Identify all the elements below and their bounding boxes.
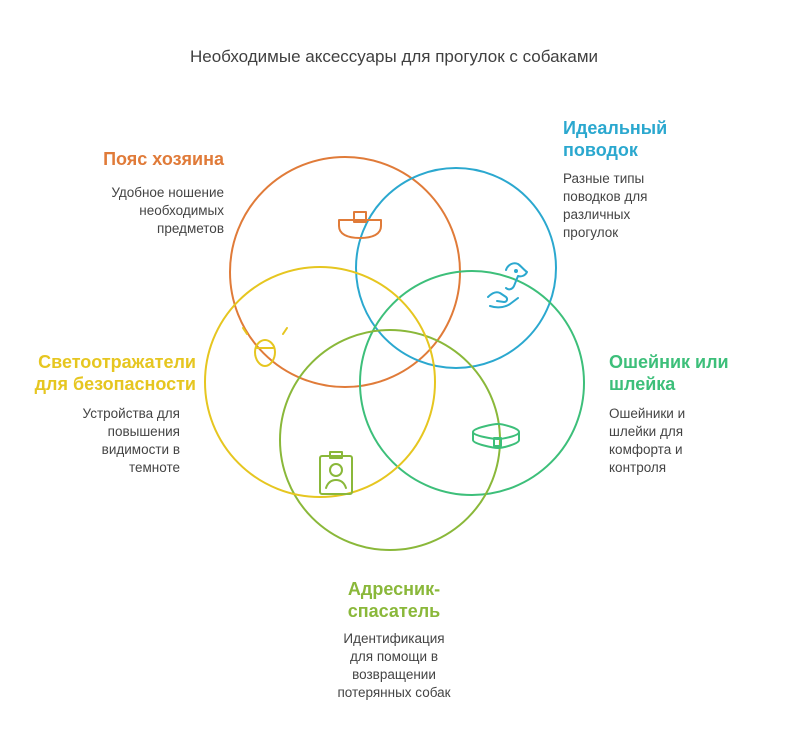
label-address-tag-line: спасатель xyxy=(347,601,441,621)
desc-leash-line: прогулок xyxy=(563,225,619,240)
desc-address-tag-line: Идентификация xyxy=(343,631,445,646)
desc-collar-line: шлейки для xyxy=(609,424,684,439)
circle-leash xyxy=(355,167,557,369)
dog-hand-icon xyxy=(487,262,528,309)
desc-address-tag-line: для помощи в xyxy=(350,649,438,664)
desc-leash-line: различных xyxy=(563,207,631,222)
desc-leash-line: Разные типы xyxy=(563,171,645,186)
desc-address-tag-line: возвращении xyxy=(352,667,436,682)
label-collar: Ошейник или шлейка xyxy=(609,351,784,395)
circle-owner-belt xyxy=(229,156,461,388)
desc-collar-line: Ошейники и xyxy=(609,406,686,421)
label-leash-line: Идеальный xyxy=(563,118,668,138)
id-badge-icon xyxy=(319,451,353,495)
desc-leash: Разные типы поводков для различных прогу… xyxy=(563,170,763,242)
desc-reflectors-line: повышения xyxy=(107,424,180,439)
desc-owner-belt-line: необходимых xyxy=(139,203,224,218)
label-address-tag: Адресник- спасатель xyxy=(294,578,494,622)
label-leash-line: поводок xyxy=(563,140,638,160)
desc-owner-belt-line: Удобное ношение xyxy=(111,185,224,200)
desc-reflectors: Устройства для повышения видимости в тем… xyxy=(10,405,180,477)
collar-icon xyxy=(472,423,520,449)
desc-address-tag: Идентификация для помощи в возвращении п… xyxy=(294,630,494,702)
desc-reflectors-line: видимости в xyxy=(101,442,180,457)
label-reflectors-line: для безопасности xyxy=(34,374,196,394)
label-reflectors: Светоотражатели для безопасности xyxy=(10,351,196,395)
desc-reflectors-line: Устройства для xyxy=(82,406,180,421)
desc-collar-line: контроля xyxy=(609,460,667,475)
desc-collar: Ошейники и шлейки для комфорта и контрол… xyxy=(609,405,784,477)
label-address-tag-line: Адресник- xyxy=(347,579,441,599)
circle-address-tag xyxy=(279,329,501,551)
belt-bag-icon xyxy=(338,211,382,239)
circle-reflectors xyxy=(204,266,436,498)
label-leash: Идеальный поводок xyxy=(563,117,763,161)
label-collar-line: Ошейник или xyxy=(609,352,729,372)
circle-collar xyxy=(359,270,585,496)
desc-leash-line: поводков для xyxy=(563,189,648,204)
desc-collar-line: комфорта и xyxy=(609,442,683,457)
desc-address-tag-line: потерянных собак xyxy=(337,685,451,700)
label-owner-belt: Пояс хозяина xyxy=(103,149,224,169)
desc-owner-belt: Удобное ношение необходимых предметов xyxy=(64,184,224,238)
label-collar-line: шлейка xyxy=(609,374,676,394)
diagram-title: Необходимые аксессуары для прогулок с со… xyxy=(190,47,598,66)
desc-reflectors-line: темноте xyxy=(128,460,180,475)
label-reflectors-line: Светоотражатели xyxy=(38,352,196,372)
reflector-icon xyxy=(242,327,288,367)
desc-owner-belt-line: предметов xyxy=(157,221,224,236)
